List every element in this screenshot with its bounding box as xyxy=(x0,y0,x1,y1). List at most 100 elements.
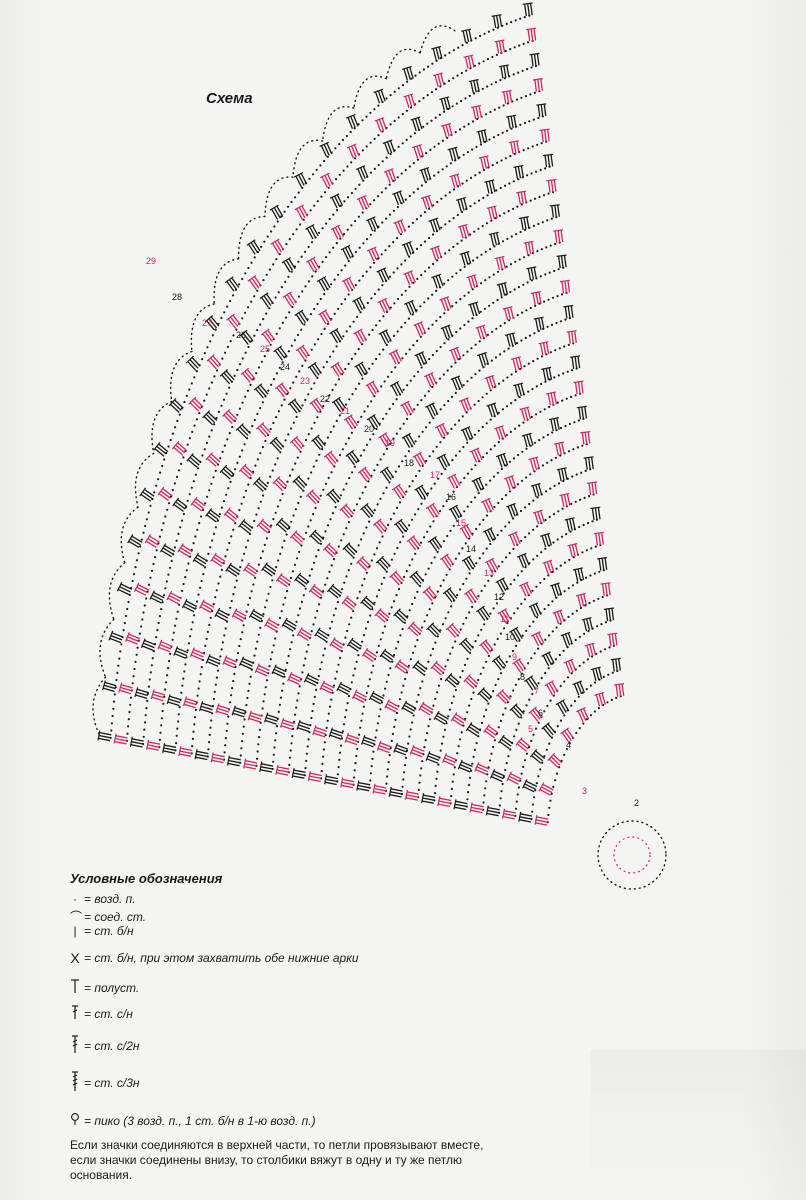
chain-dot xyxy=(586,658,590,661)
stitch-mark xyxy=(295,478,306,489)
stitch-mark xyxy=(369,383,377,395)
chain-dot xyxy=(556,401,559,404)
chain-dot xyxy=(322,366,325,369)
stitch-mark xyxy=(119,586,131,593)
stitch-mark xyxy=(136,691,148,697)
chain-dot xyxy=(182,456,185,459)
chain-dot xyxy=(206,346,209,349)
chain-dot xyxy=(268,665,271,668)
stitch-top xyxy=(133,582,140,592)
legend-text: = ст. б/н, при этом захватить обе нижние… xyxy=(84,951,359,965)
stitch-mark xyxy=(404,273,411,286)
stitch-mark xyxy=(408,302,415,314)
chain-dot xyxy=(239,566,242,569)
chain-dot xyxy=(170,559,173,563)
stitch-mark xyxy=(417,661,428,671)
chain-dot xyxy=(373,229,376,232)
chain-dot xyxy=(478,557,481,560)
chain-dot xyxy=(196,528,199,531)
stitch-mark xyxy=(464,56,469,69)
chain-dot xyxy=(369,266,372,269)
stitch-mark xyxy=(523,786,535,793)
stitch-mark xyxy=(564,730,572,742)
stitch-mark xyxy=(232,314,241,326)
chain-dot xyxy=(323,741,326,744)
stitch-top xyxy=(352,296,362,303)
chain-dot xyxy=(442,540,445,543)
chain-dot xyxy=(216,519,219,522)
chain-dot xyxy=(311,275,314,278)
stitch-mark xyxy=(542,655,550,667)
stitch-top xyxy=(533,316,544,320)
stitch-mark xyxy=(564,633,571,646)
chain-dot xyxy=(279,451,282,454)
chain-dot xyxy=(278,366,281,369)
chain-dot xyxy=(472,259,475,262)
stitch-mark xyxy=(543,129,547,142)
chain-dot xyxy=(464,542,467,545)
chain-dot xyxy=(571,369,574,372)
chain-dot xyxy=(468,572,471,575)
stitch-top xyxy=(491,655,501,663)
stitch-mark xyxy=(247,564,259,573)
chain-dot xyxy=(530,66,533,69)
chain-dot xyxy=(554,349,557,352)
chain-dot xyxy=(565,747,569,751)
chain-dot xyxy=(242,725,245,728)
chain-dot xyxy=(256,750,259,753)
chain-dot xyxy=(306,745,309,748)
stitch-top xyxy=(607,632,618,636)
stitch-top xyxy=(336,681,342,692)
stitch-mark xyxy=(615,684,619,697)
stitch-mark xyxy=(444,592,453,603)
chain-dot xyxy=(530,415,533,419)
stitch-mark xyxy=(348,277,356,289)
stitch-mark xyxy=(533,752,544,762)
stitch-mark xyxy=(409,66,414,79)
chain-dot xyxy=(204,502,207,505)
stitch-mark xyxy=(248,243,256,255)
chain-dot xyxy=(426,122,429,125)
chain-dot xyxy=(384,187,387,190)
stitch-mark xyxy=(498,14,503,27)
stitch-top xyxy=(510,356,521,360)
stitch-top xyxy=(153,442,161,451)
chain-dot xyxy=(257,743,260,746)
stitch-top xyxy=(476,129,487,133)
chain-dot xyxy=(144,714,147,717)
stitch-top xyxy=(204,315,214,323)
chain-dot xyxy=(379,458,382,461)
chain-dot xyxy=(456,213,459,217)
chain-dot xyxy=(446,658,449,662)
chain-dot xyxy=(485,422,488,425)
chain-dot xyxy=(582,661,585,664)
stitch-mark xyxy=(284,621,296,630)
chain-dot xyxy=(493,505,496,509)
stitch-mark xyxy=(193,648,205,655)
stitch-mark xyxy=(293,533,303,543)
chain-dot xyxy=(214,469,217,472)
stitch-mark xyxy=(355,365,363,377)
stitch-top xyxy=(157,486,165,496)
chain-dot xyxy=(323,293,326,296)
chain-dot xyxy=(274,739,277,742)
chain-dot xyxy=(423,240,427,243)
chain-dot xyxy=(416,277,419,280)
chain-dot xyxy=(534,789,537,792)
chain-dot xyxy=(274,637,277,640)
chain-dot xyxy=(339,494,342,497)
stitch-mark xyxy=(231,277,240,288)
chain-dot xyxy=(370,559,373,562)
chain-dot xyxy=(331,511,335,515)
stitch-mark xyxy=(168,595,181,602)
stitch-mark xyxy=(325,455,334,466)
chain-dot xyxy=(482,366,485,369)
stitch-mark xyxy=(241,660,253,667)
chain-dot xyxy=(450,605,453,608)
stitch-mark xyxy=(520,738,531,748)
stitch-mark xyxy=(447,325,454,338)
stitch-mark xyxy=(545,368,550,381)
chain-dot xyxy=(587,630,590,633)
stitch-mark xyxy=(221,374,231,385)
chain-dot xyxy=(362,532,365,535)
